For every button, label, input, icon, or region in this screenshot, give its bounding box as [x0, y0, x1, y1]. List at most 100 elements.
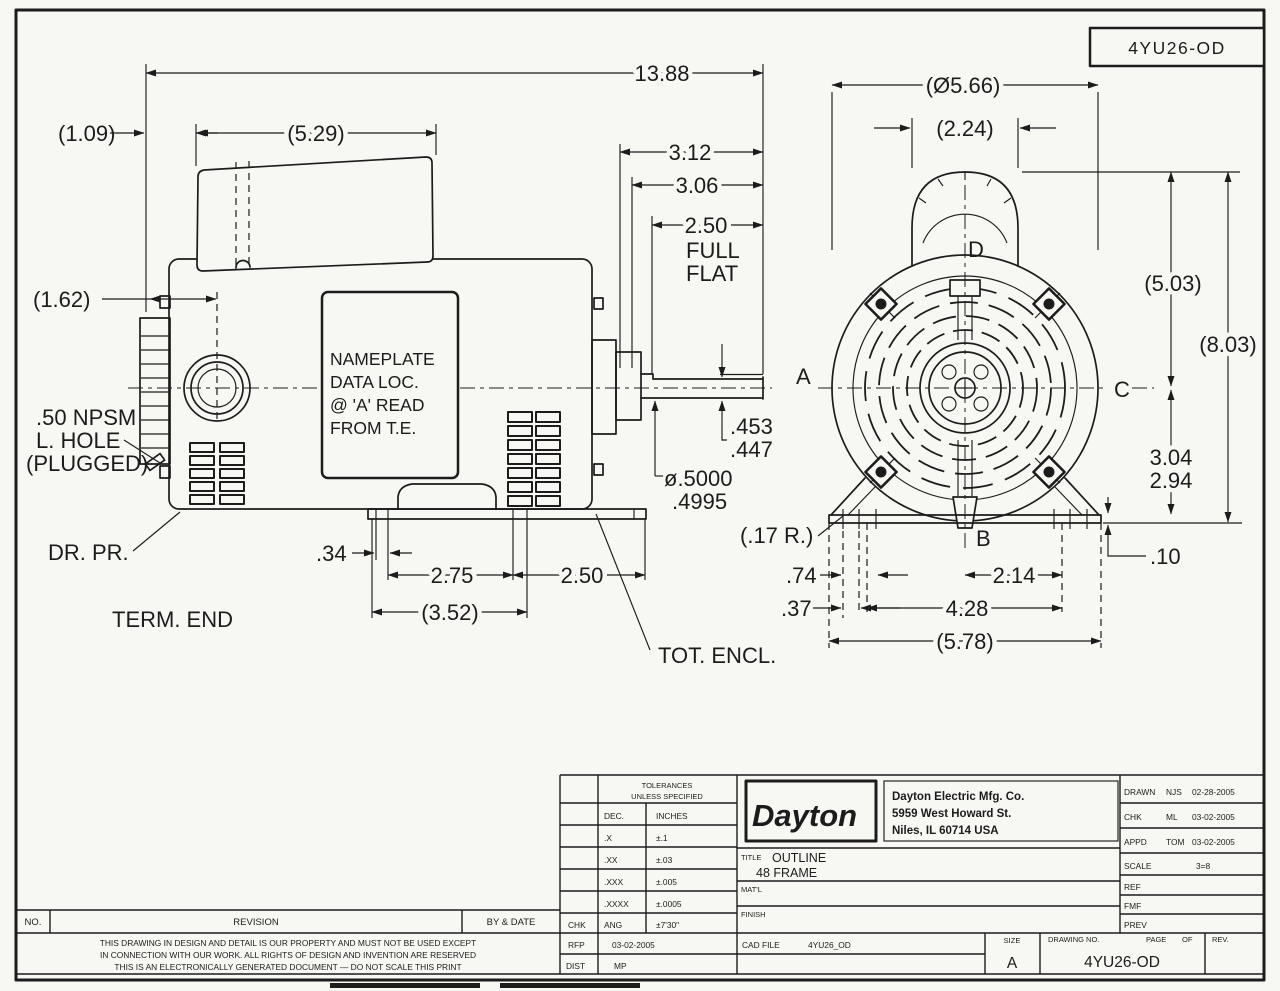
rfp-label: RFP — [568, 940, 585, 950]
tol-row-val-2: ±.005 — [656, 877, 677, 887]
tolerance-header-2: UNLESS SPECIFIED — [631, 792, 703, 801]
dim-conduit-width: (2.24) — [936, 116, 993, 141]
drawing-no-value: 4YU26-OD — [1084, 954, 1160, 971]
rev-label: REV. — [1212, 935, 1229, 944]
mounting-base — [367, 483, 647, 520]
dayton-logo: Dayton — [752, 798, 857, 833]
dim-conduit-offset: (1.09) — [58, 121, 115, 146]
finish-label: FINISH — [741, 910, 766, 919]
cad-file-label: CAD FILE — [742, 940, 780, 950]
drawing-number-box: 4YU26-OD — [1088, 26, 1266, 68]
title-value-1: OUTLINE — [772, 851, 826, 865]
appd-label: APPD — [1124, 837, 1147, 847]
side-view-dimensions: 13.88 (1.09) (5.29) (1.62) 3.12 3.06 2.5… — [26, 57, 776, 669]
dim-base-width: (5.78) — [936, 629, 993, 654]
tol-row-val-3: ±.0005 — [656, 899, 682, 909]
company-address-2: Niles, IL 60714 USA — [892, 825, 999, 837]
scan-artifact — [500, 983, 640, 988]
npsm-label-2: L. HOLE — [36, 428, 120, 453]
legal-note-line1: THIS DRAWING IN DESIGN AND DETAIL IS OUR… — [100, 938, 476, 948]
dim-base-thickness: .10 — [1150, 544, 1181, 569]
company-name: Dayton Electric Mfg. Co. — [892, 791, 1024, 803]
thru-bolt — [864, 455, 898, 489]
vent-slots-right — [507, 411, 561, 507]
screw-boss — [593, 297, 604, 310]
drawing-number-top: 4YU26-OD — [1128, 38, 1226, 58]
dim-flat-447: .447 — [730, 437, 773, 462]
dim-base-slot: .34 — [316, 541, 347, 566]
drawn-date: 02-28-2005 — [1192, 787, 1235, 797]
tol-chk-label: CHK — [568, 920, 586, 930]
dim-base-352: (3.52) — [421, 600, 478, 625]
scan-artifact — [330, 983, 480, 988]
chk-label: CHK — [1124, 812, 1142, 822]
dim-height-503: (5.03) — [1144, 271, 1201, 296]
dim-base-275: 2.75 — [431, 563, 474, 588]
tol-ang-label: ANG — [604, 920, 622, 930]
size-label: SIZE — [1004, 936, 1021, 945]
nameplate-line1: NAMEPLATE — [330, 349, 435, 369]
centerline-label-a: A — [796, 364, 811, 389]
terminal-end-label: TERM. END — [112, 607, 233, 632]
vent-slots-left — [189, 442, 245, 505]
end-view: A C D B — [796, 171, 1154, 551]
conduit-box — [196, 156, 434, 272]
drawn-by: NJS — [1166, 787, 1182, 797]
dim-shaft-dia-5000: ø.5000 — [664, 466, 733, 491]
revision-no-header: NO. — [25, 917, 42, 928]
centerline-label-d: D — [968, 237, 984, 262]
nameplate-line2: DATA LOC. — [330, 372, 419, 392]
full-flat-label-1: FULL — [686, 238, 740, 263]
dayton-logo-box — [744, 779, 878, 843]
shaft — [591, 339, 764, 435]
npsm-label-3: (PLUGGED) — [26, 451, 148, 476]
dim-overall-length: 13.88 — [634, 61, 689, 86]
dim-slot-37: .37 — [781, 596, 812, 621]
totally-enclosed-label: TOT. ENCL. — [658, 643, 776, 668]
page-label: PAGE — [1146, 935, 1166, 944]
company-address-1: 5959 West Howard St. — [892, 808, 1011, 820]
centerline-label-b: B — [976, 526, 991, 551]
size-value: A — [1007, 955, 1018, 972]
dim-shaft-height-304: 3.04 — [1150, 445, 1193, 470]
tolerance-col-inches: INCHES — [656, 811, 688, 821]
dim-base-250: 2.50 — [561, 563, 604, 588]
nameplate: NAMEPLATE DATA LOC. @ 'A' READ FROM T.E. — [320, 290, 460, 480]
full-flat-label-2: FLAT — [686, 261, 738, 286]
npsm-label-1: .50 NPSM — [36, 405, 136, 430]
company-block: Dayton Dayton Electric Mfg. Co. 5959 Wes… — [744, 779, 1119, 843]
dim-shaft-dia-4995: .4995 — [672, 489, 727, 514]
title-label: TITLE — [741, 853, 761, 862]
drawing-no-label: DRAWING NO. — [1048, 935, 1099, 944]
appd-by: TOM — [1166, 837, 1184, 847]
cad-file-value: 4YU26_OD — [808, 940, 851, 950]
chk-date: 03-02-2005 — [1192, 812, 1235, 822]
title-block: NO. REVISION BY & DATE THIS DRAWING IN D… — [16, 774, 1264, 975]
ref-label: REF — [1124, 882, 1141, 892]
appd-date: 03-02-2005 — [1192, 837, 1235, 847]
dim-shaft-306: 3.06 — [676, 173, 719, 198]
end-view-dimensions: (Ø5.66) (2.24) (5.03) 3.04 2.94 (8.03) (… — [740, 69, 1261, 659]
nameplate-line3: @ 'A' READ — [330, 395, 424, 415]
page-border — [14, 8, 1266, 988]
tol-row-val-1: ±.03 — [656, 855, 673, 865]
dist-label: DIST — [566, 961, 585, 971]
nameplate-line4: FROM T.E. — [330, 418, 416, 438]
screw-boss — [159, 465, 171, 479]
tol-row-dec-3: .XXXX — [604, 899, 629, 909]
fmf-label: FMF — [1124, 901, 1141, 911]
tol-row-dec-2: .XXX — [604, 877, 623, 887]
tol-row-dec-1: .XX — [604, 855, 618, 865]
screw-boss — [593, 463, 604, 476]
rfp-date: 03-02-2005 — [612, 940, 655, 950]
dim-conduit-length: (5.29) — [287, 121, 344, 146]
dim-flat-453: .453 — [730, 414, 773, 439]
tolerance-header-1: TOLERANCES — [642, 781, 693, 790]
dist-value: MP — [614, 961, 627, 971]
terminal-end-hub — [139, 317, 171, 465]
legal-note-line2: IN CONNECTION WITH OUR WORK. ALL RIGHTS … — [100, 950, 476, 960]
company-address-box — [883, 780, 1119, 842]
prev-label: PREV — [1124, 920, 1147, 930]
